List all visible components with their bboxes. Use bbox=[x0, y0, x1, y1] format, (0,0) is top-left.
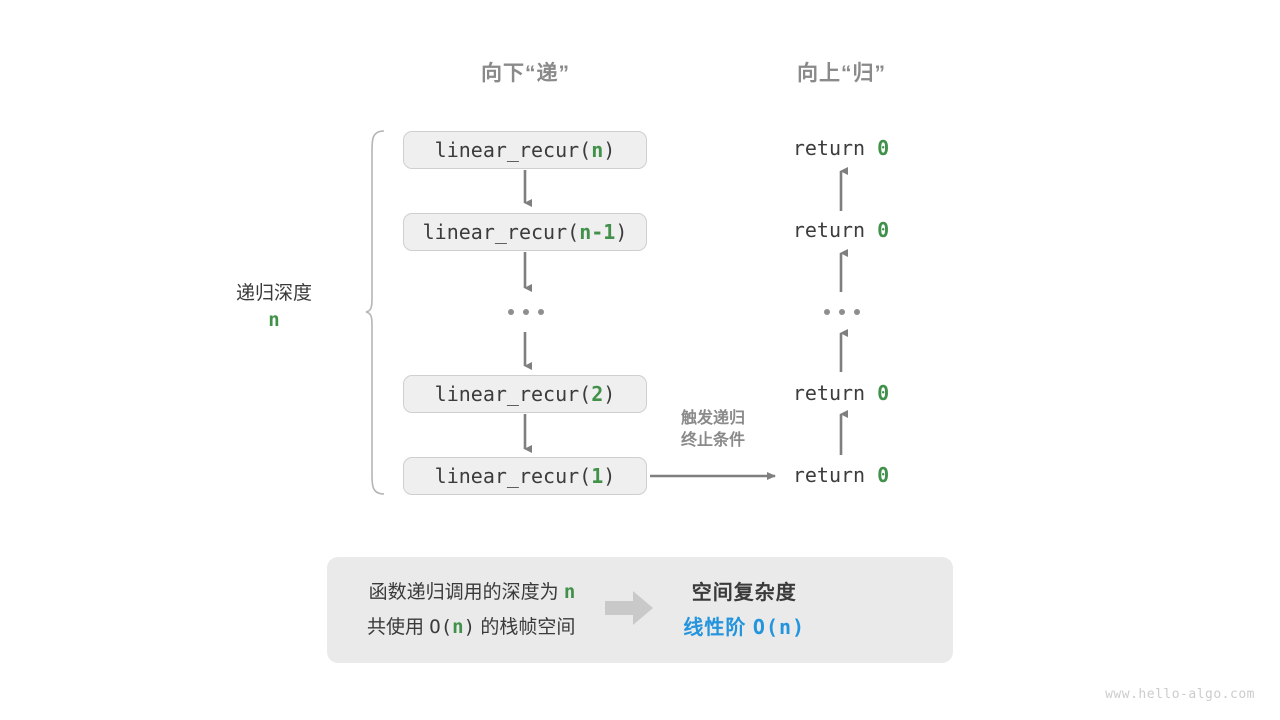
summary-implies-arrow bbox=[575, 588, 683, 633]
base-case-note: 触发递归 终止条件 bbox=[653, 408, 773, 452]
return-keyword-2: return bbox=[792, 381, 866, 405]
return-value-2: 0 bbox=[877, 381, 890, 405]
call-box-n-minus-1-suffix: ) bbox=[615, 220, 628, 244]
space-complexity-order-bigo: O(n) bbox=[752, 614, 806, 639]
return-row-2: return 0 bbox=[741, 381, 941, 405]
base-case-note-line2: 终止条件 bbox=[680, 432, 745, 449]
summary-line-1-text: 函数递归调用的深度为 bbox=[368, 582, 564, 603]
call-box-n-minus-1-prefix: linear_recur( bbox=[422, 220, 580, 244]
header-recurse-down: 向下“递” bbox=[481, 62, 570, 85]
return-ellipsis-icon bbox=[824, 309, 860, 315]
call-box-2-suffix: ) bbox=[603, 382, 616, 406]
call-box-n-minus-1[interactable]: linear_recur(n-1) bbox=[403, 213, 647, 251]
space-complexity-order-cn: 线性阶 bbox=[683, 616, 753, 639]
summary-line-2-n: n bbox=[452, 616, 464, 638]
return-keyword-1: return bbox=[792, 463, 866, 487]
return-value-n: 0 bbox=[877, 136, 890, 160]
summary-line-1-n: n bbox=[563, 581, 576, 603]
base-case-note-line1: 触发递归 bbox=[680, 410, 745, 427]
summary-line-2: 共使用 O(n) 的栈帧空间 bbox=[367, 610, 575, 645]
dot-3 bbox=[854, 309, 860, 315]
summary-line-2-text-a: 共使用 bbox=[367, 617, 430, 638]
dot-1 bbox=[508, 309, 514, 315]
call-box-n[interactable]: linear_recur(n) bbox=[403, 131, 647, 169]
summary-line-2-bigo-open: O( bbox=[429, 616, 453, 638]
return-row-n-minus-1: return 0 bbox=[741, 218, 941, 242]
recursion-depth-text: 递归深度 bbox=[235, 283, 312, 304]
summary-description: 函数递归调用的深度为 n 共使用 O(n) 的栈帧空间 bbox=[327, 575, 575, 645]
call-box-2-prefix: linear_recur( bbox=[434, 382, 592, 406]
call-box-2[interactable]: linear_recur(2) bbox=[403, 375, 647, 413]
return-value-1: 0 bbox=[877, 463, 890, 487]
space-complexity-title: 空间复杂度 bbox=[691, 581, 797, 604]
return-row-n: return 0 bbox=[741, 136, 941, 160]
dot-3 bbox=[538, 309, 544, 315]
return-keyword-n-minus-1: return bbox=[792, 218, 866, 242]
space-complexity-order: 线性阶 O(n) bbox=[683, 610, 805, 645]
recursion-depth-value: n bbox=[268, 309, 280, 331]
call-box-n-minus-1-arg: n-1 bbox=[579, 220, 616, 244]
header-return-up: 向上“归” bbox=[797, 62, 886, 85]
return-row-1: return 0 bbox=[741, 463, 941, 487]
return-keyword-n: return bbox=[792, 136, 866, 160]
summary-conclusion: 空间复杂度 线性阶 O(n) bbox=[683, 576, 805, 645]
call-box-n-prefix: linear_recur( bbox=[434, 138, 592, 162]
summary-line-1: 函数递归调用的深度为 n bbox=[367, 575, 576, 610]
return-value-n-minus-1: 0 bbox=[877, 218, 890, 242]
dot-1 bbox=[824, 309, 830, 315]
call-box-n-arg: n bbox=[591, 138, 604, 162]
summary-line-2-text-b: 的栈帧空间 bbox=[475, 617, 576, 638]
call-box-1-arg: 1 bbox=[591, 464, 604, 488]
call-box-2-arg: 2 bbox=[591, 382, 604, 406]
site-watermark: www.hello-algo.com bbox=[1105, 687, 1255, 702]
right-block-arrow-icon bbox=[605, 590, 654, 625]
call-box-1-prefix: linear_recur( bbox=[434, 464, 592, 488]
complexity-summary-panel: 函数递归调用的深度为 n 共使用 O(n) 的栈帧空间 空间复杂度 线性阶 O(… bbox=[327, 557, 953, 663]
recursion-depth-label: 递归深度 n bbox=[185, 281, 363, 333]
dot-2 bbox=[839, 309, 845, 315]
dot-2 bbox=[523, 309, 529, 315]
depth-brace-icon bbox=[365, 130, 385, 495]
call-stack-ellipsis-icon bbox=[508, 309, 544, 315]
call-box-1-suffix: ) bbox=[603, 464, 616, 488]
call-box-n-suffix: ) bbox=[603, 138, 616, 162]
summary-line-2-bigo-close: ) bbox=[463, 616, 476, 638]
call-box-1[interactable]: linear_recur(1) bbox=[403, 457, 647, 495]
